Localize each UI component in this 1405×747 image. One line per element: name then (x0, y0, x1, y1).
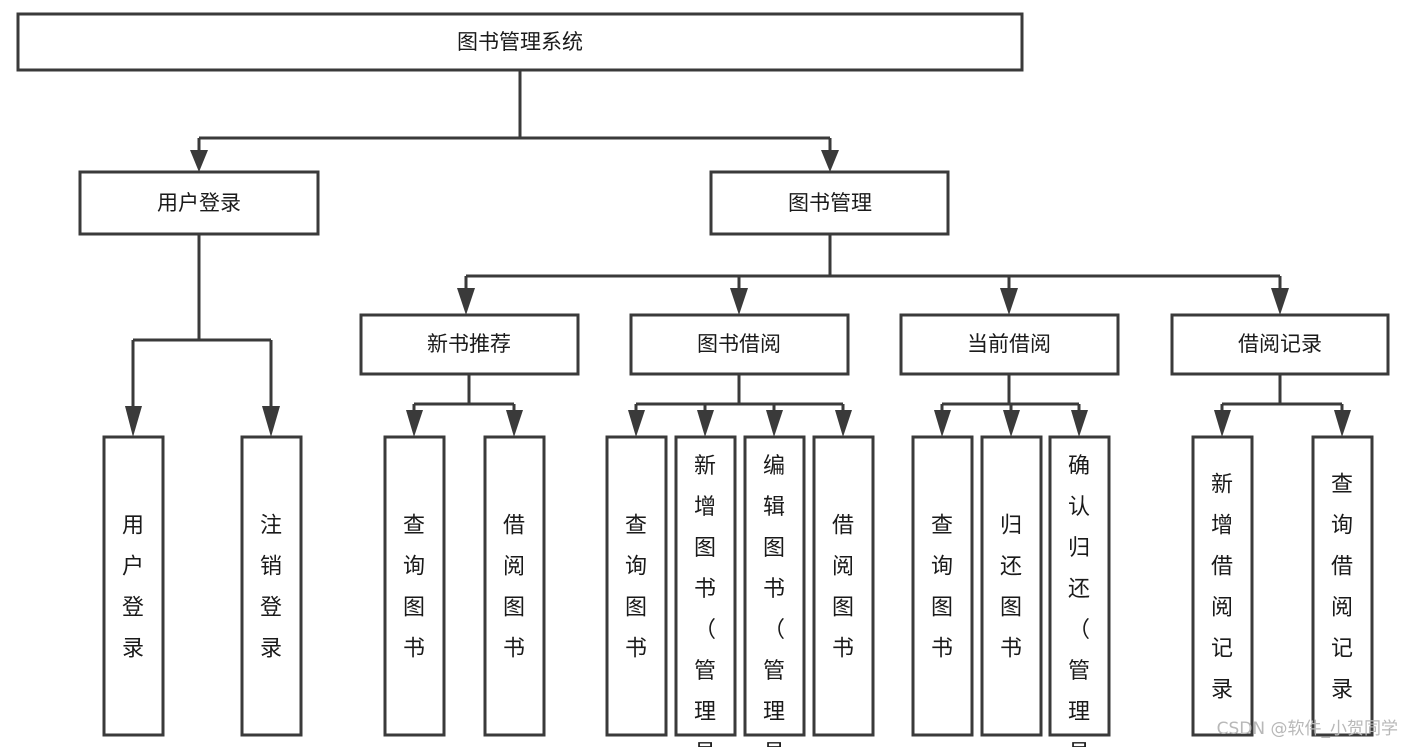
node-leaf-query-book-3-box[interactable] (911, 435, 974, 737)
node-leaf-user-logout-box[interactable] (240, 435, 303, 737)
arrow-head-to-leaf-confirm-return (1071, 410, 1088, 437)
node-leaf-edit-book-label: 编辑图书（管理员） (763, 454, 785, 747)
node-leaf-query-book-3-label: 查询图书 (931, 514, 953, 662)
arrow-head-to-leaf-borrow-book-2 (835, 410, 852, 437)
node-leaf-user-login[interactable]: 用户登录 (102, 435, 165, 737)
node-leaf-user-login-label: 用户登录 (122, 514, 144, 662)
node-leaf-user-logout-label: 注销登录 (260, 514, 282, 662)
node-current-borrow-label: 当前借阅 (967, 332, 1051, 356)
arrow-head-to-user-login (190, 150, 208, 172)
node-leaf-borrow-book-1[interactable]: 借阅图书 (483, 435, 546, 737)
arrow-head-to-leaf-add-record (1214, 410, 1231, 437)
node-leaf-query-book-1-label: 查询图书 (403, 514, 425, 662)
node-leaf-return-book-label: 归还图书 (1000, 514, 1022, 662)
node-leaf-query-record-label: 查询借阅记录 (1331, 473, 1353, 703)
node-leaf-borrow-book-2-label: 借阅图书 (832, 514, 854, 662)
node-book-manage-box[interactable] (709, 170, 950, 236)
csdn-watermark: CSDN @软件_小贺同学 (1217, 719, 1398, 739)
node-leaf-query-book-2-box[interactable] (605, 435, 668, 737)
node-leaf-add-record[interactable]: 新增借阅记录 (1191, 435, 1254, 737)
arrow-head-to-current-borrow (1000, 288, 1018, 315)
arrow-head-to-leaf-user-logout (262, 406, 280, 437)
node-leaf-borrow-book-1-label: 借阅图书 (503, 514, 525, 662)
node-user-login-box[interactable] (78, 170, 320, 236)
node-leaf-confirm-return[interactable]: 确认归还（管理员） (1048, 435, 1111, 747)
node-current-borrow-box[interactable] (899, 313, 1120, 376)
node-leaf-add-record-box[interactable] (1191, 435, 1254, 737)
node-borrow-record-label: 借阅记录 (1238, 332, 1322, 356)
node-root-box[interactable] (16, 12, 1024, 72)
arrow-head-to-borrow-record (1271, 288, 1289, 315)
node-leaf-return-book-box[interactable] (980, 435, 1043, 737)
node-user-login-label: 用户登录 (157, 191, 241, 215)
node-leaf-add-book-label: 新增图书（管理员） (694, 454, 716, 747)
node-new-book-recommend[interactable]: 新书推荐 (359, 313, 580, 376)
node-borrow-record[interactable]: 借阅记录 (1170, 313, 1390, 376)
node-leaf-user-logout[interactable]: 注销登录 (240, 435, 303, 737)
node-root[interactable]: 图书管理系统 (16, 12, 1024, 72)
node-leaf-query-book-1-box[interactable] (383, 435, 446, 737)
node-leaf-query-book-1[interactable]: 查询图书 (383, 435, 446, 737)
node-new-book-recommend-box[interactable] (359, 313, 580, 376)
arrow-head-to-leaf-query-book-3 (934, 410, 951, 437)
arrow-head-to-leaf-return-book (1003, 410, 1020, 437)
node-leaf-edit-book[interactable]: 编辑图书（管理员） (743, 435, 806, 747)
node-leaf-query-book-2-label: 查询图书 (625, 514, 647, 662)
node-book-borrow-box[interactable] (629, 313, 850, 376)
arrow-head-to-leaf-query-record (1334, 410, 1351, 437)
node-leaf-query-record-box[interactable] (1311, 435, 1374, 737)
node-root-label: 图书管理系统 (457, 30, 583, 54)
node-book-borrow-label: 图书借阅 (697, 332, 781, 356)
node-leaf-query-book-3[interactable]: 查询图书 (911, 435, 974, 737)
arrow-head-to-leaf-edit-book (766, 410, 783, 437)
node-new-book-recommend-label: 新书推荐 (427, 332, 511, 356)
node-leaf-edit-book-box[interactable] (743, 435, 806, 737)
arrow-head-to-leaf-borrow-book-1 (506, 410, 523, 437)
node-leaf-add-book[interactable]: 新增图书（管理员） (674, 435, 737, 747)
node-leaf-confirm-return-label: 确认归还（管理员） (1068, 454, 1090, 747)
arrow-head-to-leaf-query-book-2 (628, 410, 645, 437)
node-book-borrow[interactable]: 图书借阅 (629, 313, 850, 376)
arrow-head-to-leaf-user-login (125, 406, 142, 437)
arrow-head-to-leaf-add-book (697, 410, 714, 437)
node-leaf-add-record-label: 新增借阅记录 (1211, 473, 1233, 703)
node-leaf-add-book-box[interactable] (674, 435, 737, 737)
node-leaf-borrow-book-2-box[interactable] (812, 435, 875, 737)
arrow-head-to-leaf-query-book-1 (406, 410, 423, 437)
node-book-manage-label: 图书管理 (788, 191, 872, 215)
node-leaf-return-book[interactable]: 归还图书 (980, 435, 1043, 737)
node-borrow-record-box[interactable] (1170, 313, 1390, 376)
arrow-head-to-new-book-recommend (457, 288, 475, 315)
node-leaf-borrow-book-2[interactable]: 借阅图书 (812, 435, 875, 737)
node-leaf-query-book-2[interactable]: 查询图书 (605, 435, 668, 737)
node-leaf-borrow-book-1-box[interactable] (483, 435, 546, 737)
node-user-login[interactable]: 用户登录 (78, 170, 320, 236)
arrow-head-to-book-borrow (730, 288, 748, 315)
arrow-heads-group (125, 150, 1351, 437)
node-leaf-user-login-box[interactable] (102, 435, 165, 737)
node-leaf-confirm-return-box[interactable] (1048, 435, 1111, 737)
node-book-manage[interactable]: 图书管理 (709, 170, 950, 236)
node-leaf-query-record[interactable]: 查询借阅记录 (1311, 435, 1374, 737)
node-current-borrow[interactable]: 当前借阅 (899, 313, 1120, 376)
arrow-head-to-book-manage (821, 150, 839, 172)
